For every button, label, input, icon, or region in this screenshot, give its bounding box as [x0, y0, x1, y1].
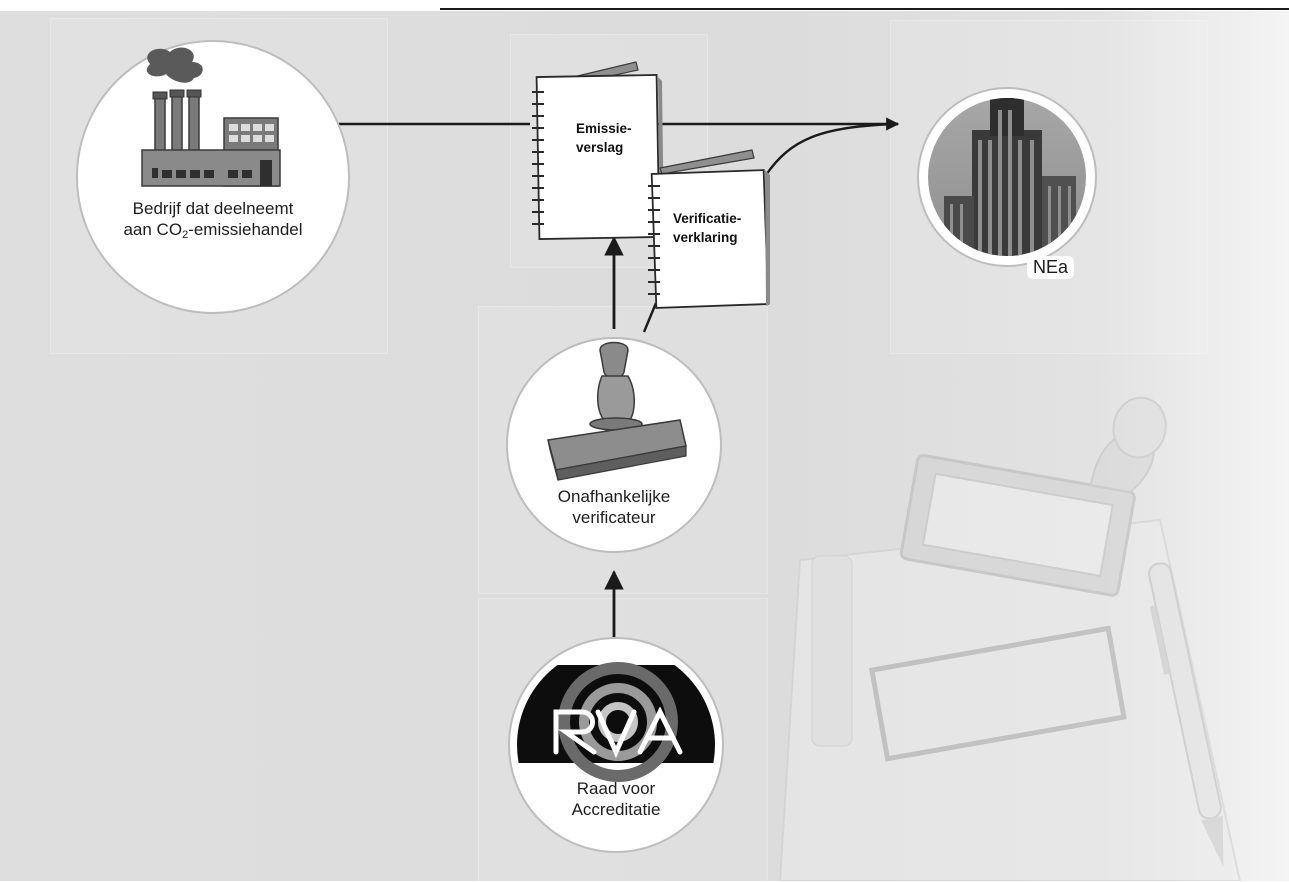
report-label: Emissie- verslag [576, 120, 632, 158]
background-clip [812, 556, 852, 746]
verifier-label: Onafhankelijke verificateur [524, 487, 704, 528]
company-label-prefix: aan CO [123, 220, 182, 239]
rva-logo [515, 665, 720, 776]
company-label-line1: Bedrijf dat deelneemt [93, 199, 333, 220]
company-label-line2: aan CO2-emissiehandel [93, 220, 333, 242]
statement-label-line1: Verificatie- [673, 210, 741, 229]
background-photo [780, 361, 1240, 881]
company-label: Bedrijf dat deelneemt aan CO2-emissiehan… [93, 199, 333, 242]
company-label-suffix: -emissiehandel [188, 220, 302, 239]
report-label-line2: verslag [576, 139, 632, 158]
report-label-line1: Emissie- [576, 120, 632, 139]
arrow-statement-to-nea [766, 124, 898, 175]
accreditation-label: Raad voor Accreditatie [526, 779, 706, 820]
accreditation-label-line1: Raad voor [526, 779, 706, 800]
statement-label: Verificatie- verklaring [673, 210, 741, 248]
accreditation-label-line2: Accreditatie [526, 800, 706, 821]
authority-node [918, 84, 1100, 286]
verifier-label-line2: verificateur [524, 508, 704, 529]
verifier-label-line1: Onafhankelijke [524, 487, 704, 508]
company-node [77, 41, 349, 313]
line-verifier-to-statement [644, 303, 656, 332]
statement-label-line2: verklaring [673, 229, 741, 248]
authority-label: NEa [1027, 256, 1074, 279]
